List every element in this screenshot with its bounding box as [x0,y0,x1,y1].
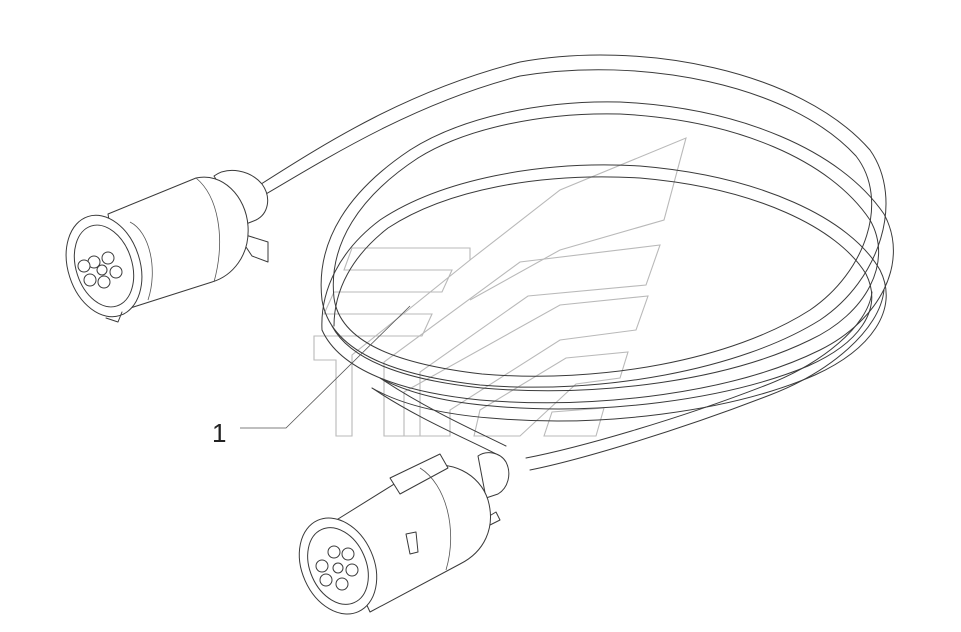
watermark-logo [313,137,687,437]
lower-plug [298,452,510,615]
callout-number: 1 [212,418,226,448]
upper-plug [65,169,269,323]
callout-leader-line [240,305,411,429]
callout-1: 1 [212,305,411,448]
cable-coil [257,54,894,471]
